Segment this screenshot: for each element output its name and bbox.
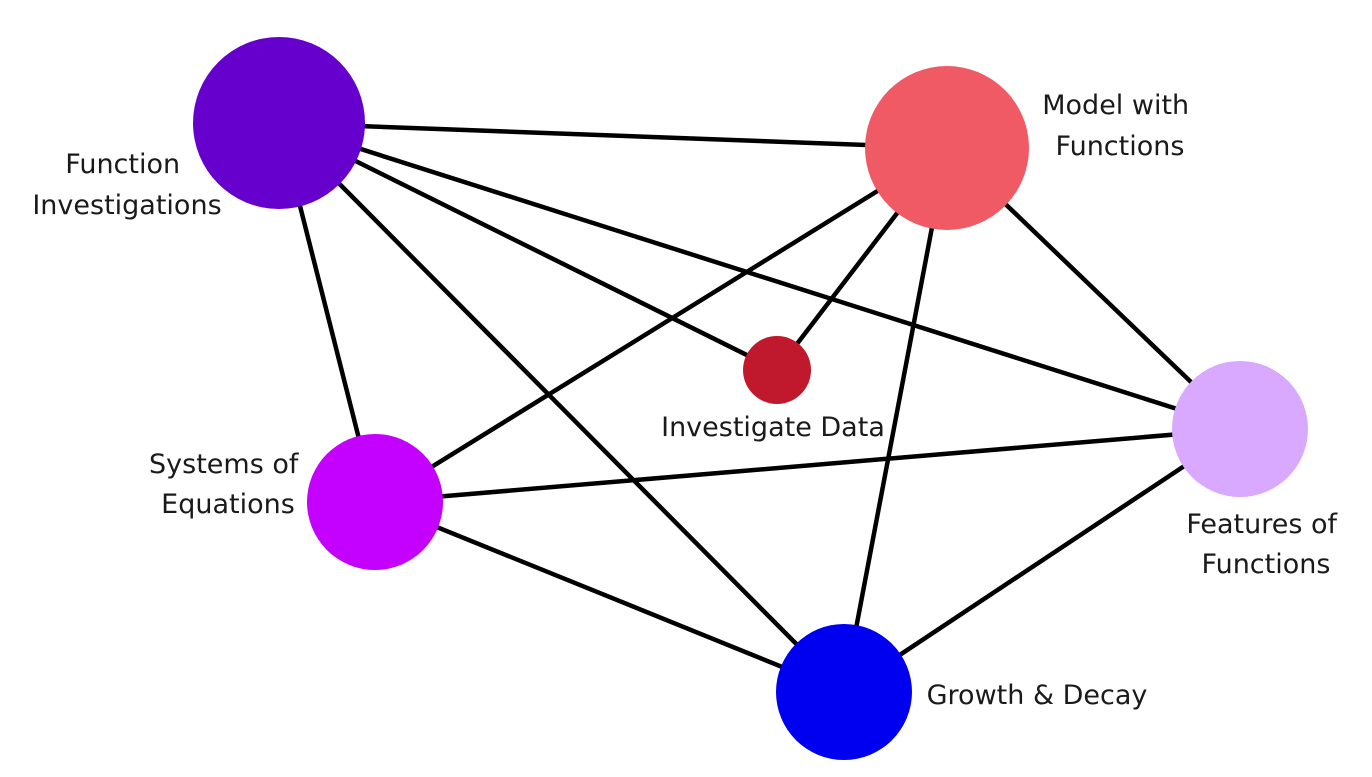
node-systems-of-equations[interactable]: [307, 434, 443, 570]
label-investigate-data: Investigate Data: [661, 412, 885, 443]
edge-group: [276, 120, 1243, 695]
label-model-with-functions-line-2: Functions: [1056, 131, 1185, 162]
label-features-of-functions: Features of Functions: [1186, 509, 1345, 580]
edge-systems-of-equations-to-features-of-functions: [372, 426, 1243, 505]
node-model-with-functions[interactable]: [865, 66, 1029, 230]
node-investigate-data[interactable]: [743, 336, 811, 404]
node-growth-and-decay[interactable]: [776, 624, 912, 760]
edge-function-investigations-to-investigate-data: [276, 120, 780, 373]
edge-function-investigations-to-growth-and-decay: [276, 120, 847, 695]
label-group: Function Investigations Model with Funct…: [32, 90, 1345, 711]
label-systems-of-equations: Systems of Equations: [149, 449, 307, 520]
label-systems-of-equations-line-2: Equations: [161, 489, 295, 520]
label-investigate-data-line-1: Investigate Data: [661, 412, 885, 443]
label-model-with-functions: Model with Functions: [1042, 90, 1198, 162]
label-growth-and-decay: Growth & Decay: [927, 680, 1148, 711]
node-function-investigations[interactable]: [193, 37, 365, 209]
label-growth-and-decay-line-1: Growth & Decay: [927, 680, 1148, 711]
edge-model-with-functions-to-systems-of-equations: [372, 145, 950, 505]
label-features-of-functions-line-1: Features of: [1186, 509, 1338, 540]
edge-function-investigations-to-features-of-functions: [276, 120, 1243, 432]
label-function-investigations-line-2: Investigations: [32, 190, 221, 221]
node-group: [193, 37, 1308, 760]
edge-growth-and-decay-to-features-of-functions: [841, 426, 1243, 695]
label-function-investigations-line-1: Function: [65, 149, 180, 180]
label-model-with-functions-line-1: Model with: [1042, 90, 1189, 121]
edge-systems-of-equations-to-growth-and-decay: [372, 499, 847, 695]
label-function-investigations: Function Investigations: [32, 149, 221, 221]
label-features-of-functions-line-2: Functions: [1202, 549, 1331, 580]
edge-model-with-functions-to-growth-and-decay: [841, 145, 950, 695]
label-systems-of-equations-line-1: Systems of: [149, 449, 300, 480]
node-features-of-functions[interactable]: [1172, 361, 1308, 497]
edge-function-investigations-to-model-with-functions: [276, 120, 950, 151]
